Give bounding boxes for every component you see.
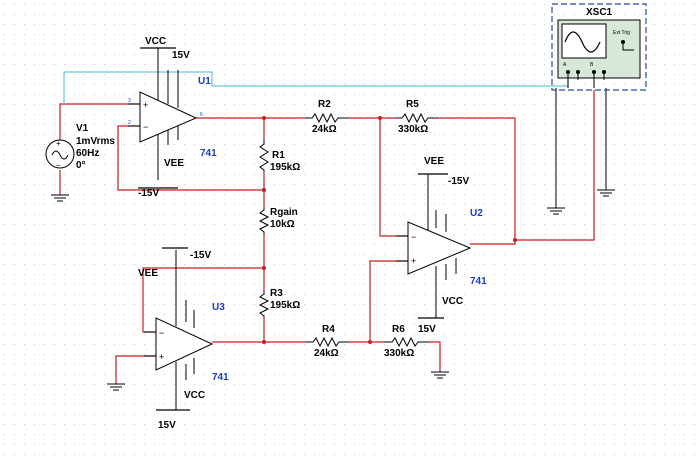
u1-vee-label: VEE (164, 158, 184, 169)
u2-vee-label: VEE (424, 156, 444, 167)
ground-scope-a (547, 88, 565, 215)
junctions (262, 116, 517, 344)
u1-inv-sign: − (143, 122, 148, 132)
u2-noninv-sign: + (411, 256, 416, 266)
u2-vcc-label: VCC (442, 296, 463, 307)
oscilloscope-xsc1[interactable]: XSC1 Ext Trig A B (551, 3, 647, 91)
r3-value: 195kΩ (270, 300, 300, 311)
resistors (258, 112, 438, 348)
resistor-rgain[interactable] (258, 207, 270, 234)
r4-value: 24kΩ (314, 348, 339, 359)
u2-model: 741 (470, 276, 487, 287)
wire-u3-in-gnd[interactable] (115, 355, 156, 384)
scope-channel-b: B (590, 62, 594, 68)
wire-r5-right[interactable] (438, 117, 516, 240)
u3-noninv-sign: + (159, 352, 164, 362)
u1-model: 741 (200, 148, 217, 159)
u2-inv-sign: − (411, 232, 416, 242)
scope-trigger-label: Ext Trig (613, 30, 630, 36)
opamp-u2-body (407, 221, 472, 275)
r1-ref: R1 (272, 150, 285, 161)
u1-ref: U1 (198, 76, 211, 87)
source-name: V1 (76, 123, 89, 134)
scope-channel-a: A (563, 62, 567, 68)
u3-vcc-value: 15V (158, 420, 176, 431)
ground-v1 (51, 194, 69, 202)
u2-vcc-value: 15V (418, 324, 436, 335)
u3-vee-label: VEE (138, 268, 158, 279)
scope-wave-icon (564, 31, 601, 53)
r2-ref: R2 (318, 99, 331, 110)
source-amplitude: 1mVrms (76, 136, 115, 147)
sine-wave-symbol (51, 150, 69, 160)
u3-vcc-label: VCC (184, 390, 205, 401)
wire-r6-gnd[interactable] (428, 341, 441, 372)
opamp-u3-body (155, 317, 214, 371)
r4-ref: R4 (322, 324, 335, 335)
u1-vcc-value: 15V (172, 50, 190, 61)
r2-value: 24kΩ (312, 124, 337, 135)
ground-u3-input (107, 383, 125, 391)
resistor-r6[interactable] (384, 336, 428, 348)
opamp-u2[interactable]: − + VEE -15V U2 741 VCC 15V (396, 156, 487, 335)
u1-vee-value: -15V (138, 188, 159, 199)
u3-vee-value: -15V (190, 250, 211, 261)
r3-ref: R3 (270, 288, 283, 299)
resistor-r5[interactable] (395, 112, 438, 124)
opamp-u3[interactable]: − + -15V VEE U3 741 VCC 15V (138, 247, 229, 431)
r5-value: 330kΩ (398, 124, 428, 135)
r5-ref: R5 (406, 99, 419, 110)
u3-ref: U3 (212, 302, 225, 313)
scope-dashed-border (551, 3, 647, 91)
u1-vcc-label: VCC (145, 36, 166, 47)
wire-u1-in[interactable] (59, 103, 140, 140)
u3-model: 741 (212, 372, 229, 383)
u1-pin2: 2 (128, 120, 131, 126)
source-minus: − (56, 161, 61, 170)
r1-value: 195kΩ (270, 162, 300, 173)
r6-value: 330kΩ (384, 348, 414, 359)
source-v1[interactable]: + − V1 1mVrms 60Hz 0° (45, 123, 115, 171)
rgain-ref: Rgain (270, 207, 298, 218)
wires (59, 90, 595, 384)
r6-ref: R6 (392, 324, 405, 335)
u2-ref: U2 (470, 208, 483, 219)
resistor-r1[interactable] (259, 140, 269, 172)
u1-pin6: 6 (200, 112, 203, 118)
resistor-r3[interactable] (258, 290, 270, 318)
u1-pin3: 3 (128, 98, 131, 104)
source-phase: 0° (76, 160, 86, 171)
ground-scope-b (597, 88, 615, 197)
source-frequency: 60Hz (76, 148, 99, 159)
u3-inv-sign: − (159, 328, 164, 338)
resistor-r4[interactable] (306, 336, 348, 348)
wire-u2-noninv[interactable] (369, 260, 408, 342)
resistor-r2[interactable] (305, 112, 348, 124)
opamp-u1[interactable]: + − 3 2 6 VCC 15V U1 741 VEE -15V (128, 36, 217, 199)
source-plus: + (56, 139, 61, 148)
rgain-value: 10kΩ (270, 219, 295, 230)
u2-vee-value: -15V (448, 176, 469, 187)
scope-ref: XSC1 (586, 7, 613, 18)
scope-screen (561, 23, 607, 59)
ground-r6 (431, 371, 449, 379)
u1-noninv-sign: + (143, 100, 148, 110)
